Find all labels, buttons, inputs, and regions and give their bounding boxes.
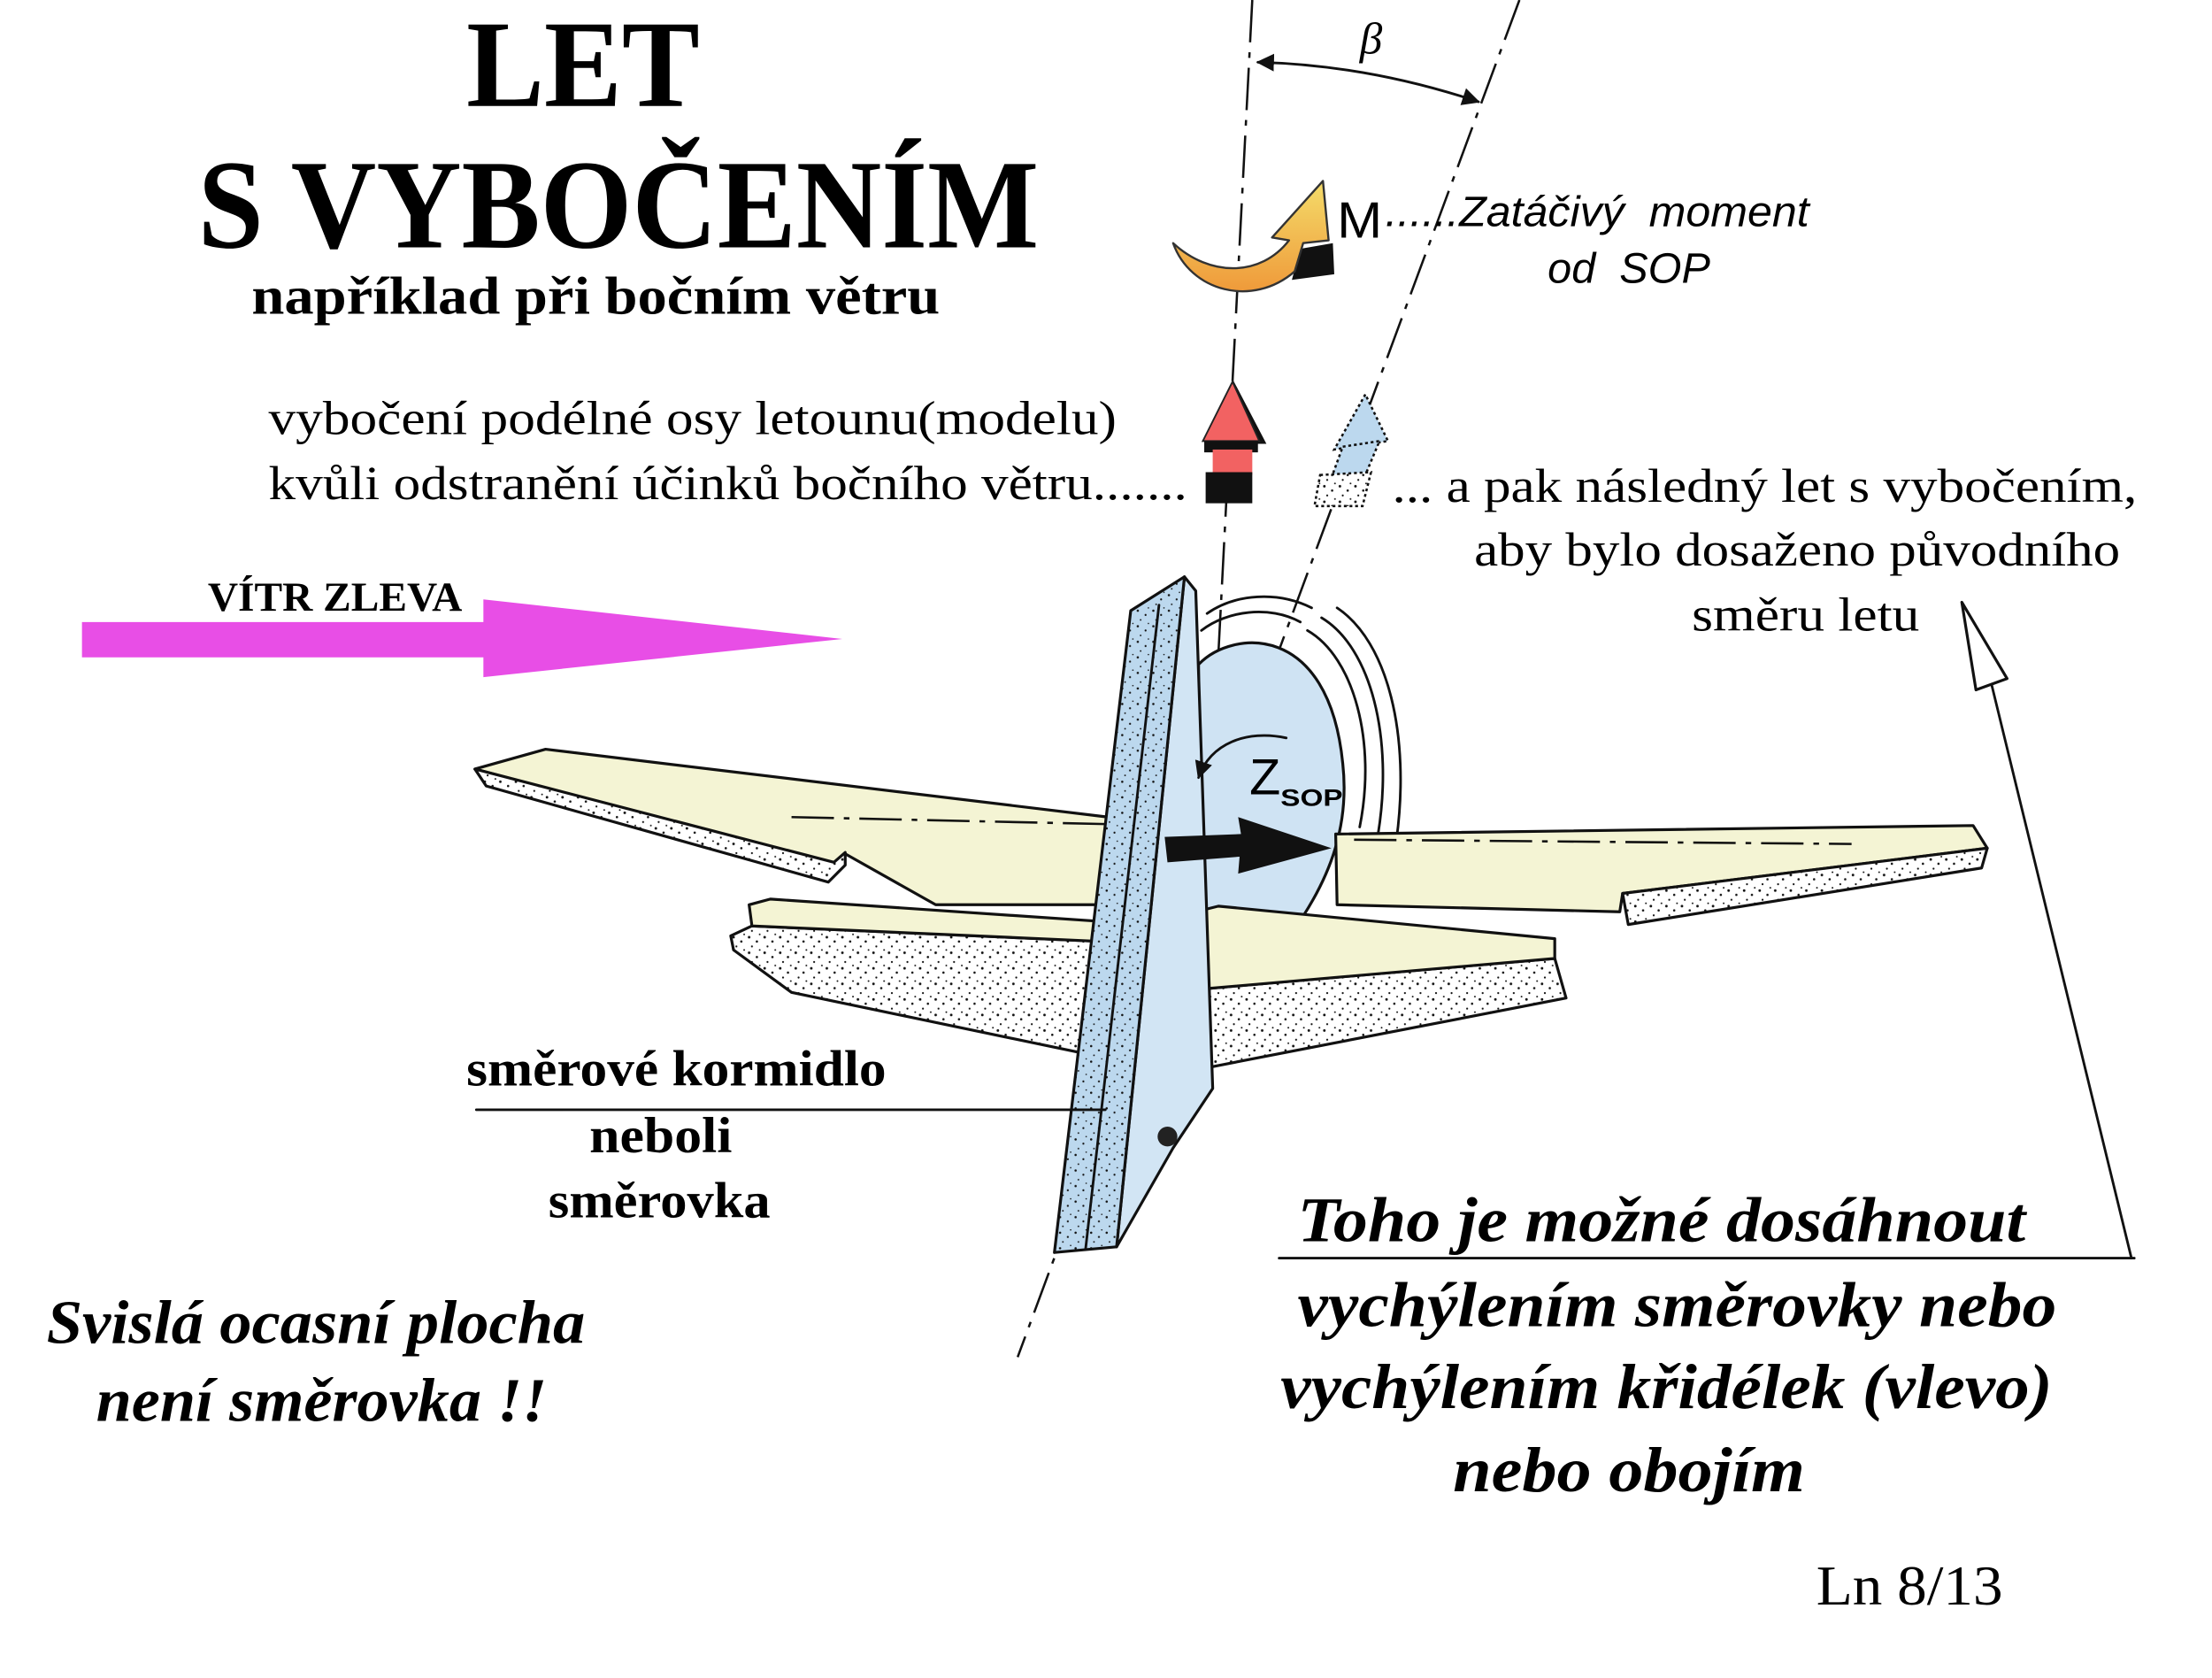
rudder-label-line-3: směrovka [549,1173,771,1228]
pointer-arrowhead [1960,600,2008,692]
moment-symbol: M [1337,192,1382,249]
beta-angle-symbol: β [1359,14,1383,65]
method-line-2: vychýlením směrovky nebo [1297,1269,2056,1340]
yawed-direction-arrow [1313,391,1390,508]
moment-arrow-body [1171,180,1330,293]
method-line-3: vychýlením křidélek (vlevo) [1280,1351,2052,1422]
original-flight-axis [1211,0,1254,764]
yawed-arrow-base [1313,471,1373,508]
beta-angle-arc [1256,53,1480,105]
wind-arrow [81,599,843,678]
original-direction-arrow [1201,379,1267,504]
page-number: Ln 8/13 [1816,1554,2003,1617]
pointer-line [1990,682,2133,1260]
yawing-moment-arrow [1171,180,1334,293]
fin-note-line-1: Svislá ocasní plocha [47,1288,586,1357]
yaw-reason-line-1: vybočení podélné osy letounu(modelu) [269,391,1117,444]
yaw-flight-line-3: směru letu [1692,588,1919,641]
right-wing-centerline [1354,838,1852,845]
method-line-4: nebo obojím [1453,1435,1805,1505]
right-wing-underside [1621,846,1989,927]
moment-arrow-shadow [1292,242,1334,281]
rudder-face [1053,575,1187,1254]
yawed-longitudinal-axis [1016,0,1521,1358]
side-force-rotation-arc [1194,734,1288,780]
side-force-subscript: SOP [1280,783,1342,811]
side-force-arrow [1164,817,1332,874]
yaw-flight-line-1: ... a pak následný let s vybočením, [1392,459,2137,512]
yaw-flight-line-2: aby bylo dosaženo původního [1474,523,2120,576]
aircraft [473,575,1989,1254]
title-line-2: S VYBOČENÍM [198,135,1039,276]
rudder-hinge-line [1084,604,1161,1251]
original-arrow-body [1212,449,1253,475]
yawed-arrow-head [1332,391,1390,451]
subtitle: například při bočním větru [251,267,940,327]
motion-lines [1200,595,1402,842]
title-line-1: LET [466,0,700,134]
method-line-1: Toho je možné dosáhnout [1297,1184,2027,1255]
rudder-label-line-2: neboli [589,1108,732,1164]
side-force-symbol: Z [1249,750,1280,806]
original-arrow-head [1201,380,1261,443]
tail-wheel [1157,1127,1178,1147]
yaw-reason-line-2: kvůli odstranění účinků bočního větru...… [269,457,1187,510]
left-wing-top [473,747,1113,906]
rudder-label-line-1: směrové kormidlo [466,1042,886,1097]
wind-label: VÍTR ZLEVA [208,575,463,620]
left-wing-underside [473,767,847,884]
left-wing-centerline [791,815,1109,826]
moment-label-line-2: od SOP [1548,245,1710,292]
left-stabilizer-body [729,924,1104,1055]
moment-label-line-1: ......Zatáčivý moment [1385,189,1810,236]
fin-note-line-2: není směrovka !! [96,1366,548,1435]
